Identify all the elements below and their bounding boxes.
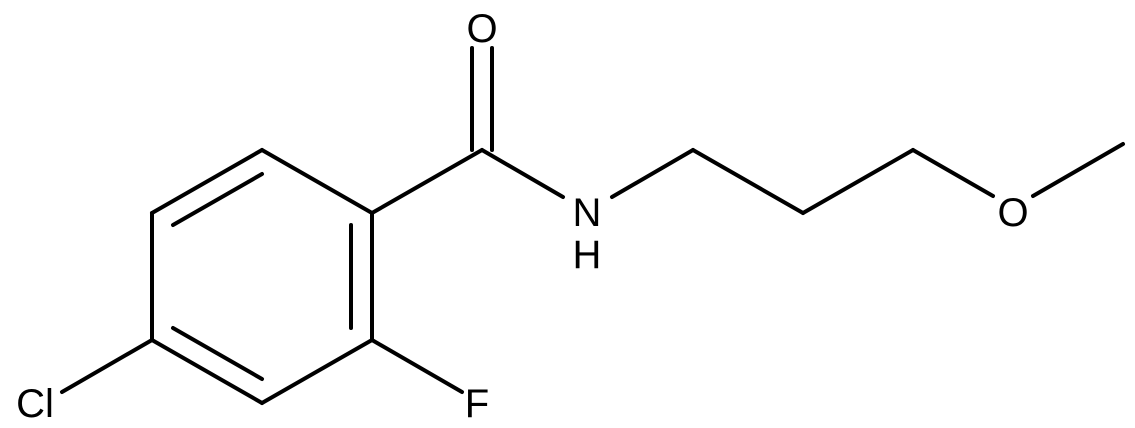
- bond-o-ch3: [1031, 142, 1125, 198]
- bond-ch2a-ch2b: [691, 148, 805, 215]
- atom-label-carbonyl-oxygen: O: [466, 7, 497, 51]
- atom-label-amide-hydrogen: H: [573, 233, 602, 277]
- bond-ring-c3-c4-inner: [171, 326, 264, 381]
- bond-ring-c5-c6-inner: [171, 172, 264, 227]
- atom-label-chlorine: Cl: [16, 382, 54, 426]
- bond-carbonyl-n: [480, 148, 565, 199]
- atom-label-ether-oxygen: O: [997, 191, 1028, 235]
- bond-layer: [60, 46, 1125, 405]
- bond-ring-c6-c1: [260, 148, 374, 215]
- bond-ring-c5-c6: [150, 148, 264, 215]
- bond-ch2b-ch2c: [801, 148, 915, 215]
- bond-n-ch2a: [610, 148, 695, 199]
- atom-label-fluorine: F: [465, 382, 489, 426]
- bond-c2-f: [370, 338, 464, 394]
- bond-ring-c3-c4: [150, 338, 264, 405]
- atom-label-layer: O N H O Cl F: [16, 7, 1028, 426]
- bond-ring-c2-c3: [260, 338, 374, 405]
- bond-c4-cl: [60, 338, 154, 394]
- bond-c1-carbonyl: [370, 148, 484, 215]
- atom-label-amide-nitrogen: N: [573, 191, 602, 235]
- bond-ch2c-o: [911, 148, 995, 198]
